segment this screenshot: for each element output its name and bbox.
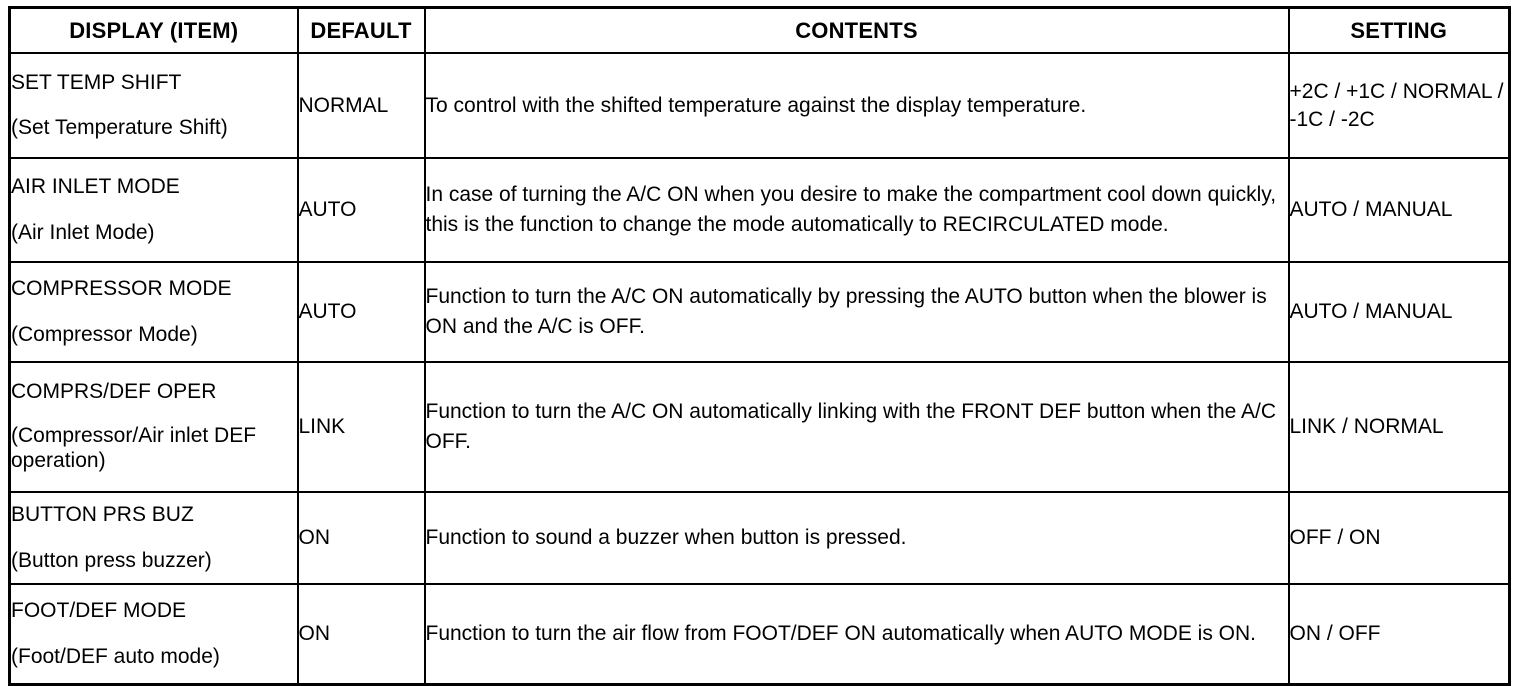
item-code: AIR INLET MODE (11, 175, 180, 199)
column-header-setting: SETTING (1287, 6, 1511, 54)
cell-default-value: LINK (296, 361, 426, 493)
column-header-contents: CONTENTS (423, 6, 1290, 54)
cell-contents: Function to sound a buzzer when button i… (423, 491, 1290, 585)
cell-display-item: SET TEMP SHIFT (Set Temperature Shift) (8, 52, 299, 159)
spec-table-sheet: DISPLAY (ITEM) DEFAULT CONTENTS SETTING … (8, 6, 1511, 686)
item-description: (Foot/DEF auto mode) (11, 644, 220, 668)
cell-setting: +2C / +1C / NORMAL / -1C / -2C (1287, 52, 1511, 159)
cell-default-value: AUTO (296, 157, 426, 263)
table-header: DISPLAY (ITEM) DEFAULT CONTENTS SETTING (8, 6, 1511, 54)
cell-setting: ON / OFF (1287, 583, 1511, 686)
item-code: SET TEMP SHIFT (11, 70, 182, 94)
cell-setting: AUTO / MANUAL (1287, 261, 1511, 363)
settings-spec-table: DISPLAY (ITEM) DEFAULT CONTENTS SETTING … (8, 6, 1511, 686)
cell-contents: Function to turn the A/C ON automaticall… (423, 361, 1290, 493)
item-description: (Air Inlet Mode) (11, 220, 155, 244)
item-code: FOOT/DEF MODE (11, 599, 186, 623)
cell-default-value: AUTO (296, 261, 426, 363)
table-row: SET TEMP SHIFT (Set Temperature Shift) N… (8, 52, 1511, 159)
cell-default-value: ON (296, 491, 426, 585)
table-body: SET TEMP SHIFT (Set Temperature Shift) N… (8, 52, 1511, 686)
table-row: COMPRESSOR MODE (Compressor Mode) AUTO F… (8, 261, 1511, 363)
cell-display-item: COMPRS/DEF OPER (Compressor/Air inlet DE… (8, 361, 299, 493)
item-description: (Compressor/Air inlet DEF operation) (11, 424, 257, 473)
cell-contents: To control with the shifted temperature … (423, 52, 1290, 159)
cell-default-value: NORMAL (296, 52, 426, 159)
table-row: AIR INLET MODE (Air Inlet Mode) AUTO In … (8, 157, 1511, 263)
item-description: (Compressor Mode) (11, 322, 198, 346)
table-row: COMPRS/DEF OPER (Compressor/Air inlet DE… (8, 361, 1511, 493)
cell-display-item: FOOT/DEF MODE (Foot/DEF auto mode) (8, 583, 299, 686)
item-code: BUTTON PRS BUZ (11, 503, 194, 527)
column-header-default: DEFAULT (296, 6, 426, 54)
cell-setting: LINK / NORMAL (1287, 361, 1511, 493)
cell-setting: AUTO / MANUAL (1287, 157, 1511, 263)
item-code: COMPRS/DEF OPER (11, 380, 217, 404)
table-row: BUTTON PRS BUZ (Button press buzzer) ON … (8, 491, 1511, 585)
item-description: (Set Temperature Shift) (11, 116, 228, 140)
cell-display-item: AIR INLET MODE (Air Inlet Mode) (8, 157, 299, 263)
cell-display-item: BUTTON PRS BUZ (Button press buzzer) (8, 491, 299, 585)
item-code: COMPRESSOR MODE (11, 277, 232, 301)
cell-contents: Function to turn the air flow from FOOT/… (423, 583, 1290, 686)
cell-setting: OFF / ON (1287, 491, 1511, 585)
item-description: (Button press buzzer) (11, 548, 212, 572)
header-row: DISPLAY (ITEM) DEFAULT CONTENTS SETTING (8, 6, 1511, 54)
column-header-display-item: DISPLAY (ITEM) (8, 6, 299, 54)
cell-default-value: ON (296, 583, 426, 686)
cell-display-item: COMPRESSOR MODE (Compressor Mode) (8, 261, 299, 363)
cell-contents: Function to turn the A/C ON automaticall… (423, 261, 1290, 363)
table-row: FOOT/DEF MODE (Foot/DEF auto mode) ON Fu… (8, 583, 1511, 686)
cell-contents: In case of turning the A/C ON when you d… (423, 157, 1290, 263)
